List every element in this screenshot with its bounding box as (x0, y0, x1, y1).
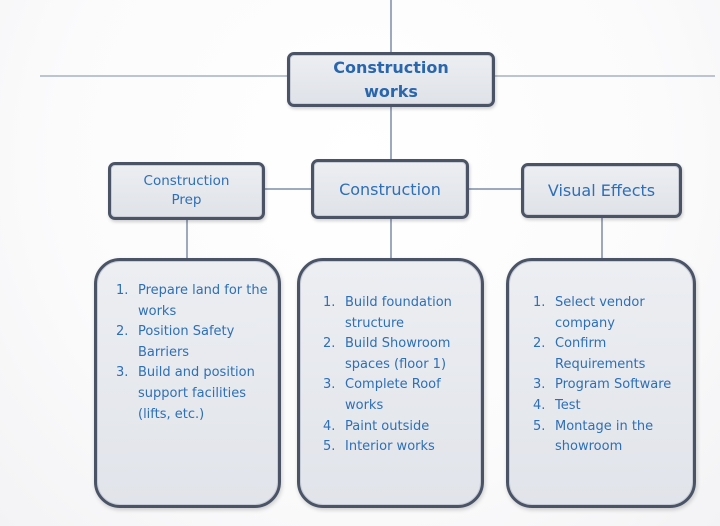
task-text: Select vendor company (555, 295, 645, 331)
task-number: 1. (323, 295, 336, 310)
task-item: 4. Test (533, 396, 693, 417)
task-number: 2. (533, 336, 546, 352)
task-text: Montage in the showroom (555, 418, 654, 455)
task-number: 2. (116, 324, 129, 340)
task-number: 4. (323, 418, 336, 434)
task-number: 3. (533, 377, 546, 393)
task-text: Test (555, 397, 581, 413)
root-node-label-line1: Construction (333, 57, 449, 77)
task-text: Build and position support facilities (l… (138, 365, 255, 422)
branch-node-prep-label-line1: Construction (143, 173, 230, 189)
task-item: 4. Paint outside (323, 417, 473, 438)
task-item: 2. Position Safety Barriers (116, 322, 274, 363)
branch-node-vfx-label: Visual Effects (547, 181, 656, 200)
task-list-vfx: 1. Select vendor company 2. Confirm Requ… (533, 293, 693, 458)
task-text: Confirm Requirements (555, 336, 646, 372)
task-number: 4. (533, 397, 546, 413)
branch-node-visual-effects: Visual Effects (521, 163, 682, 218)
branch-node-prep-label-line2: Prep (171, 192, 202, 208)
task-item: 2. Confirm Requirements (533, 334, 693, 375)
task-text: Paint outside (345, 418, 430, 434)
root-node-construction-works: Construction works (287, 52, 495, 107)
task-item: 1. Select vendor company (533, 293, 693, 334)
task-number: 1. (533, 295, 546, 310)
task-text: Prepare land for the works (138, 283, 268, 319)
task-number: 2. (323, 336, 336, 352)
task-item: 2. Build Showroom spaces (floor 1) (323, 334, 473, 375)
task-text: Program Software (555, 377, 672, 393)
task-text: Build foundation structure (345, 295, 452, 331)
task-box-construction-prep: 1. Prepare land for the works 2. Positio… (94, 258, 281, 508)
task-text: Build Showroom spaces (floor 1) (345, 336, 451, 372)
task-number: 3. (323, 377, 336, 393)
task-number: 3. (116, 365, 129, 381)
branch-node-construction: Construction (311, 159, 469, 219)
task-item: 3. Program Software (533, 375, 693, 396)
task-text: Complete Roof works (345, 377, 441, 413)
task-item: 5. Interior works (323, 437, 473, 458)
task-number: 5. (323, 439, 336, 455)
task-number: 1. (116, 283, 129, 298)
task-item: 3. Complete Roof works (323, 375, 473, 416)
task-box-visual-effects: 1. Select vendor company 2. Confirm Requ… (506, 258, 696, 508)
task-item: 1. Prepare land for the works (116, 281, 274, 322)
task-text: Interior works (345, 439, 435, 455)
task-list-prep: 1. Prepare land for the works 2. Positio… (116, 281, 274, 425)
task-box-construction: 1. Build foundation structure 2. Build S… (297, 258, 484, 508)
branch-node-construction-prep: Construction Prep (108, 162, 265, 220)
task-text: Position Safety Barriers (138, 324, 235, 360)
task-item: 3. Build and position support facilities… (116, 363, 274, 425)
root-node-label-line2: works (364, 81, 418, 101)
task-list-construction: 1. Build foundation structure 2. Build S… (323, 293, 473, 458)
task-item: 1. Build foundation structure (323, 293, 473, 334)
branch-node-construction-label: Construction (339, 179, 441, 199)
task-item: 5. Montage in the showroom (533, 417, 693, 458)
task-number: 5. (533, 418, 546, 434)
